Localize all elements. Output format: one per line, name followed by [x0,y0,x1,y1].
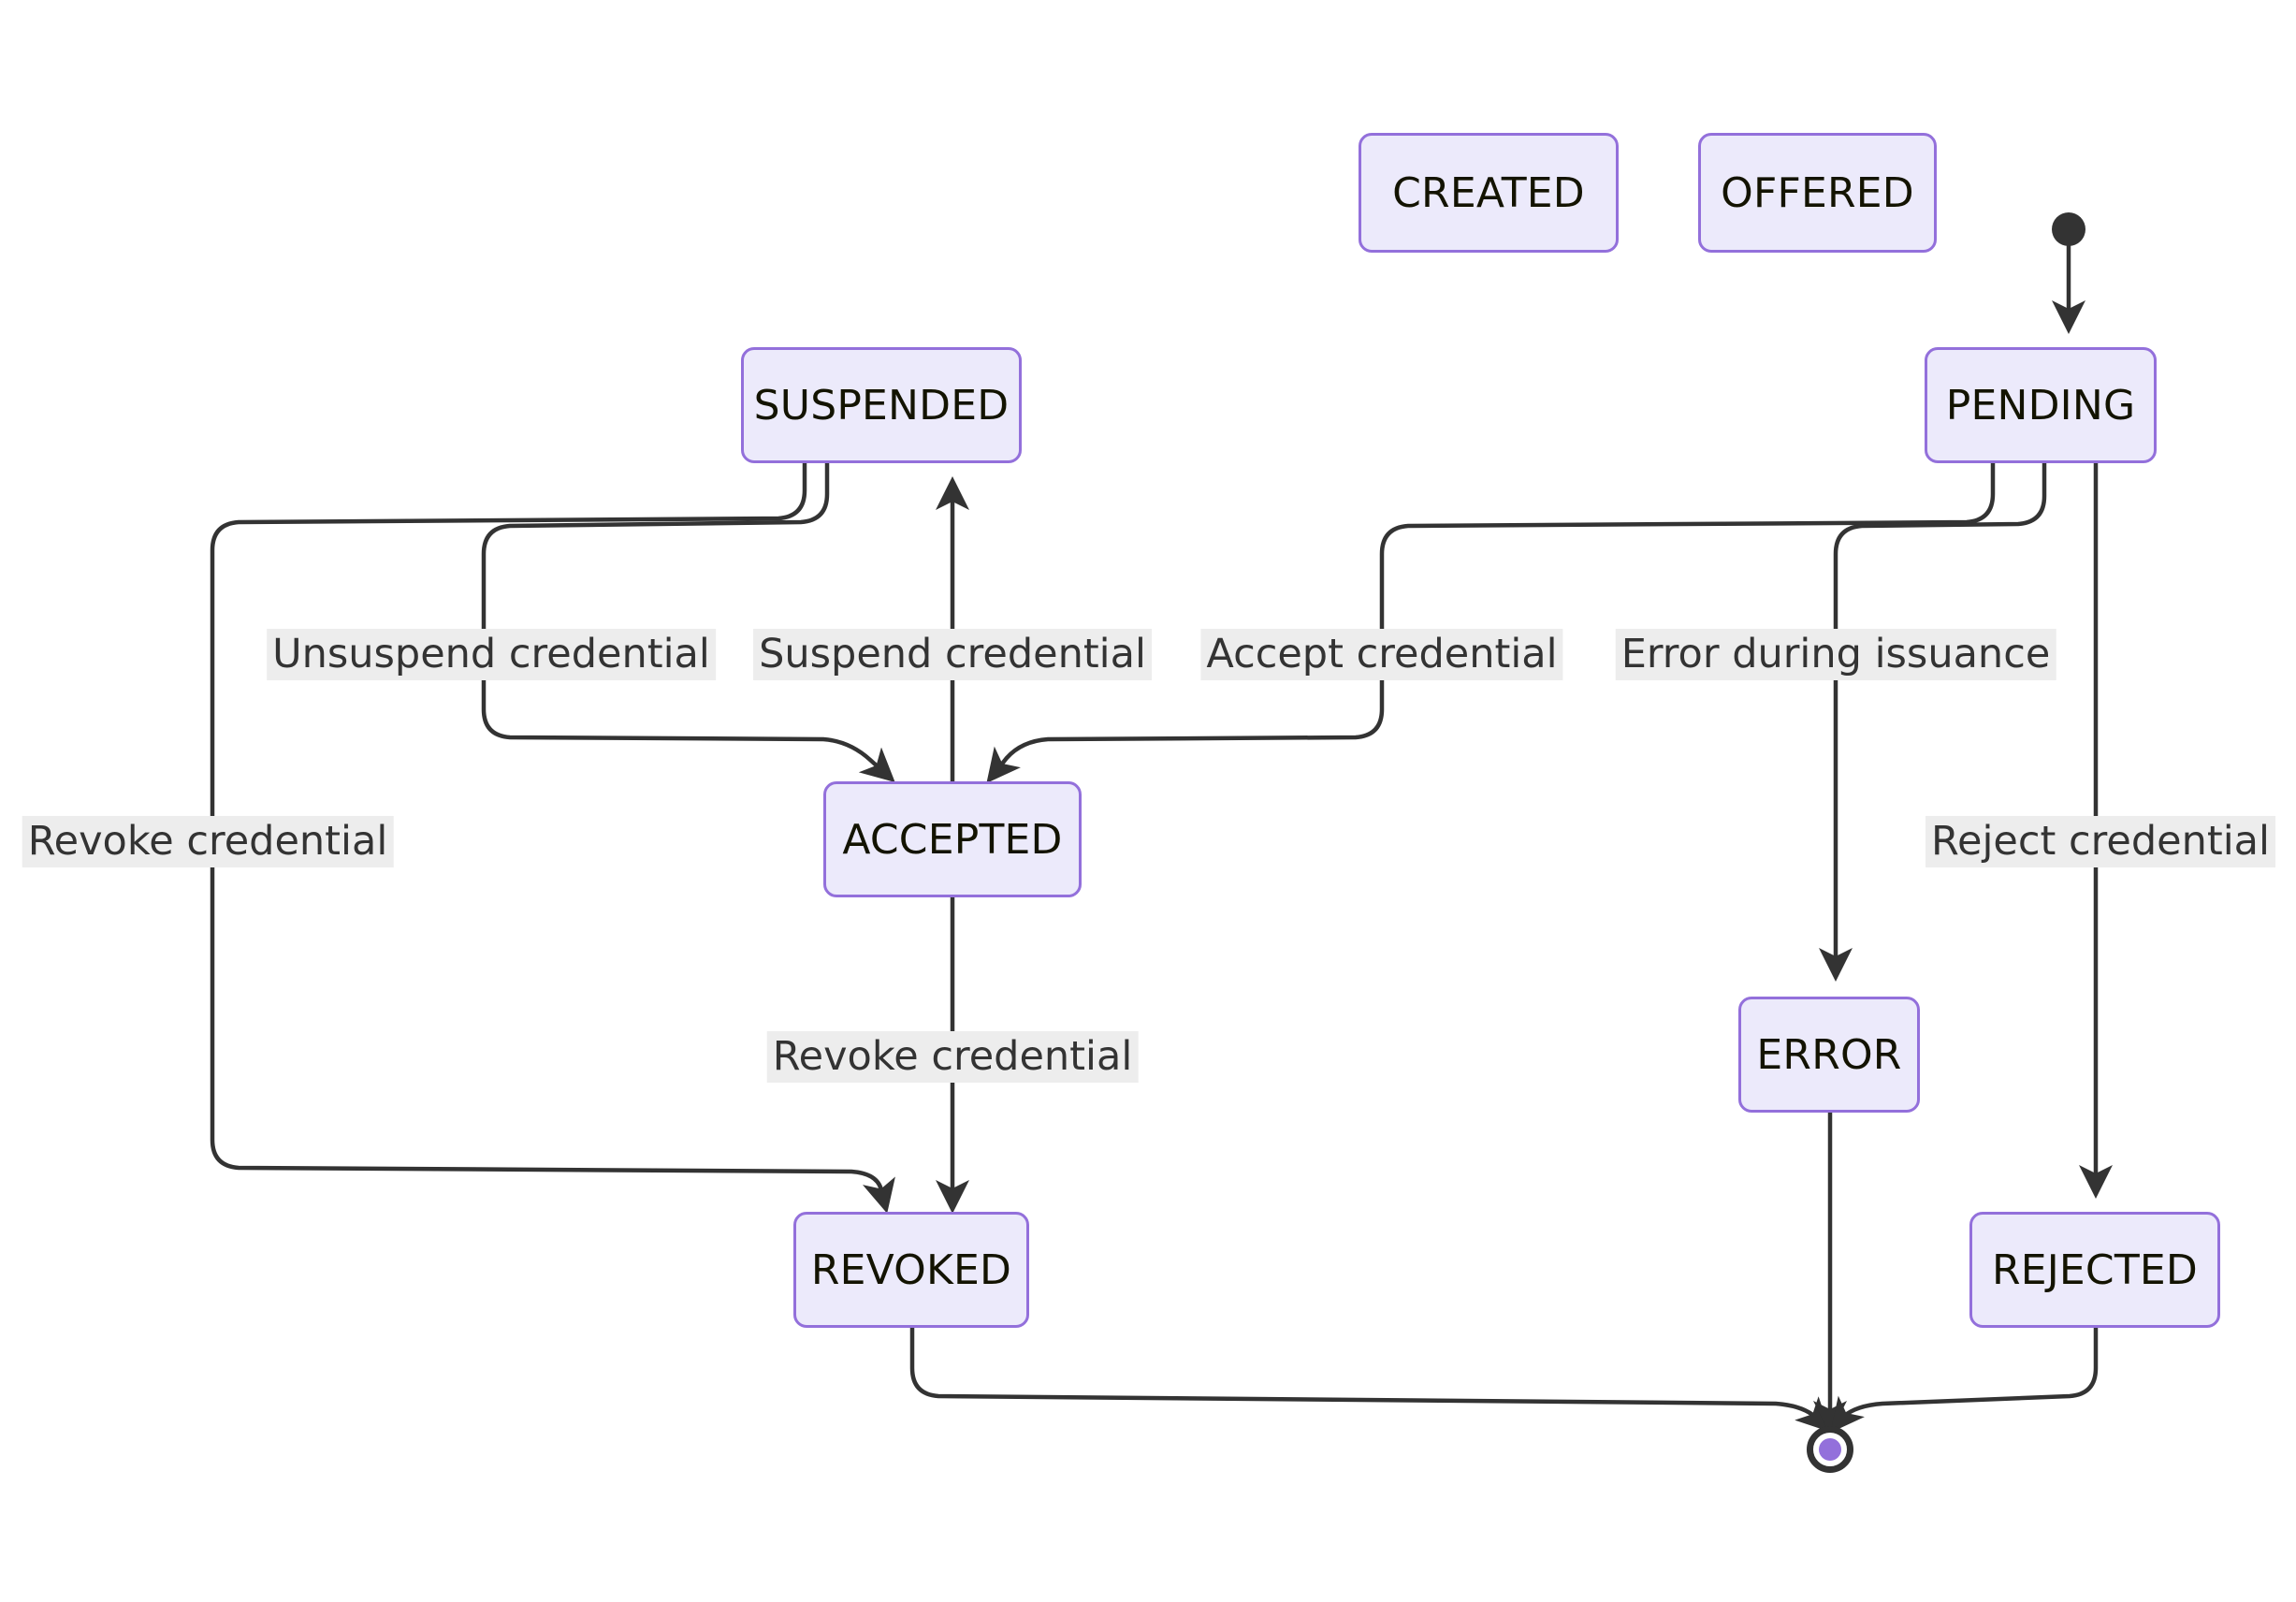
state-label-offered: OFFERED [1721,168,1914,217]
edge-unsuspend-credential [481,460,895,783]
edge-error-during-issuance [1819,460,2047,982]
edge-label-reject-credential: Reject credential [1925,816,2275,867]
state-label-error: ERROR [1756,1030,1902,1079]
state-node-created[interactable]: CREATED [1359,133,1619,253]
state-node-revoked[interactable]: REVOKED [793,1212,1029,1328]
state-node-pending[interactable]: PENDING [1925,347,2157,463]
state-label-pending: PENDING [1945,381,2136,430]
edge-accept-credential [986,460,1996,784]
edge-revoked-to-end [909,1325,1831,1433]
edge-label-suspend-credential: Suspend credential [753,629,1152,680]
edge-label-revoke-credential-accepted: Revoke credential [766,1031,1139,1083]
state-label-revoked: REVOKED [810,1245,1012,1294]
edge-rejected-to-end [1830,1325,2099,1434]
state-label-suspended: SUSPENDED [753,381,1010,430]
state-node-rejected[interactable]: REJECTED [1969,1212,2220,1328]
edge-label-revoke-credential-suspended: Revoke credential [22,816,394,867]
final-state-node [1807,1426,1853,1473]
state-node-error[interactable]: ERROR [1738,997,1920,1113]
initial-state-node [2052,212,2085,246]
state-node-offered[interactable]: OFFERED [1698,133,1937,253]
edge-label-unsuspend-credential: Unsuspend credential [267,629,716,680]
state-label-rejected: REJECTED [1991,1245,2199,1294]
final-state-inner-dot [1819,1438,1841,1461]
state-label-accepted: ACCEPTED [842,815,1063,864]
edge-label-error-during-issuance: Error during issuance [1615,629,2056,680]
state-label-created: CREATED [1392,168,1585,217]
state-node-suspended[interactable]: SUSPENDED [741,347,1022,463]
edge-label-accept-credential: Accept credential [1200,629,1563,680]
state-node-accepted[interactable]: ACCEPTED [823,781,1082,897]
